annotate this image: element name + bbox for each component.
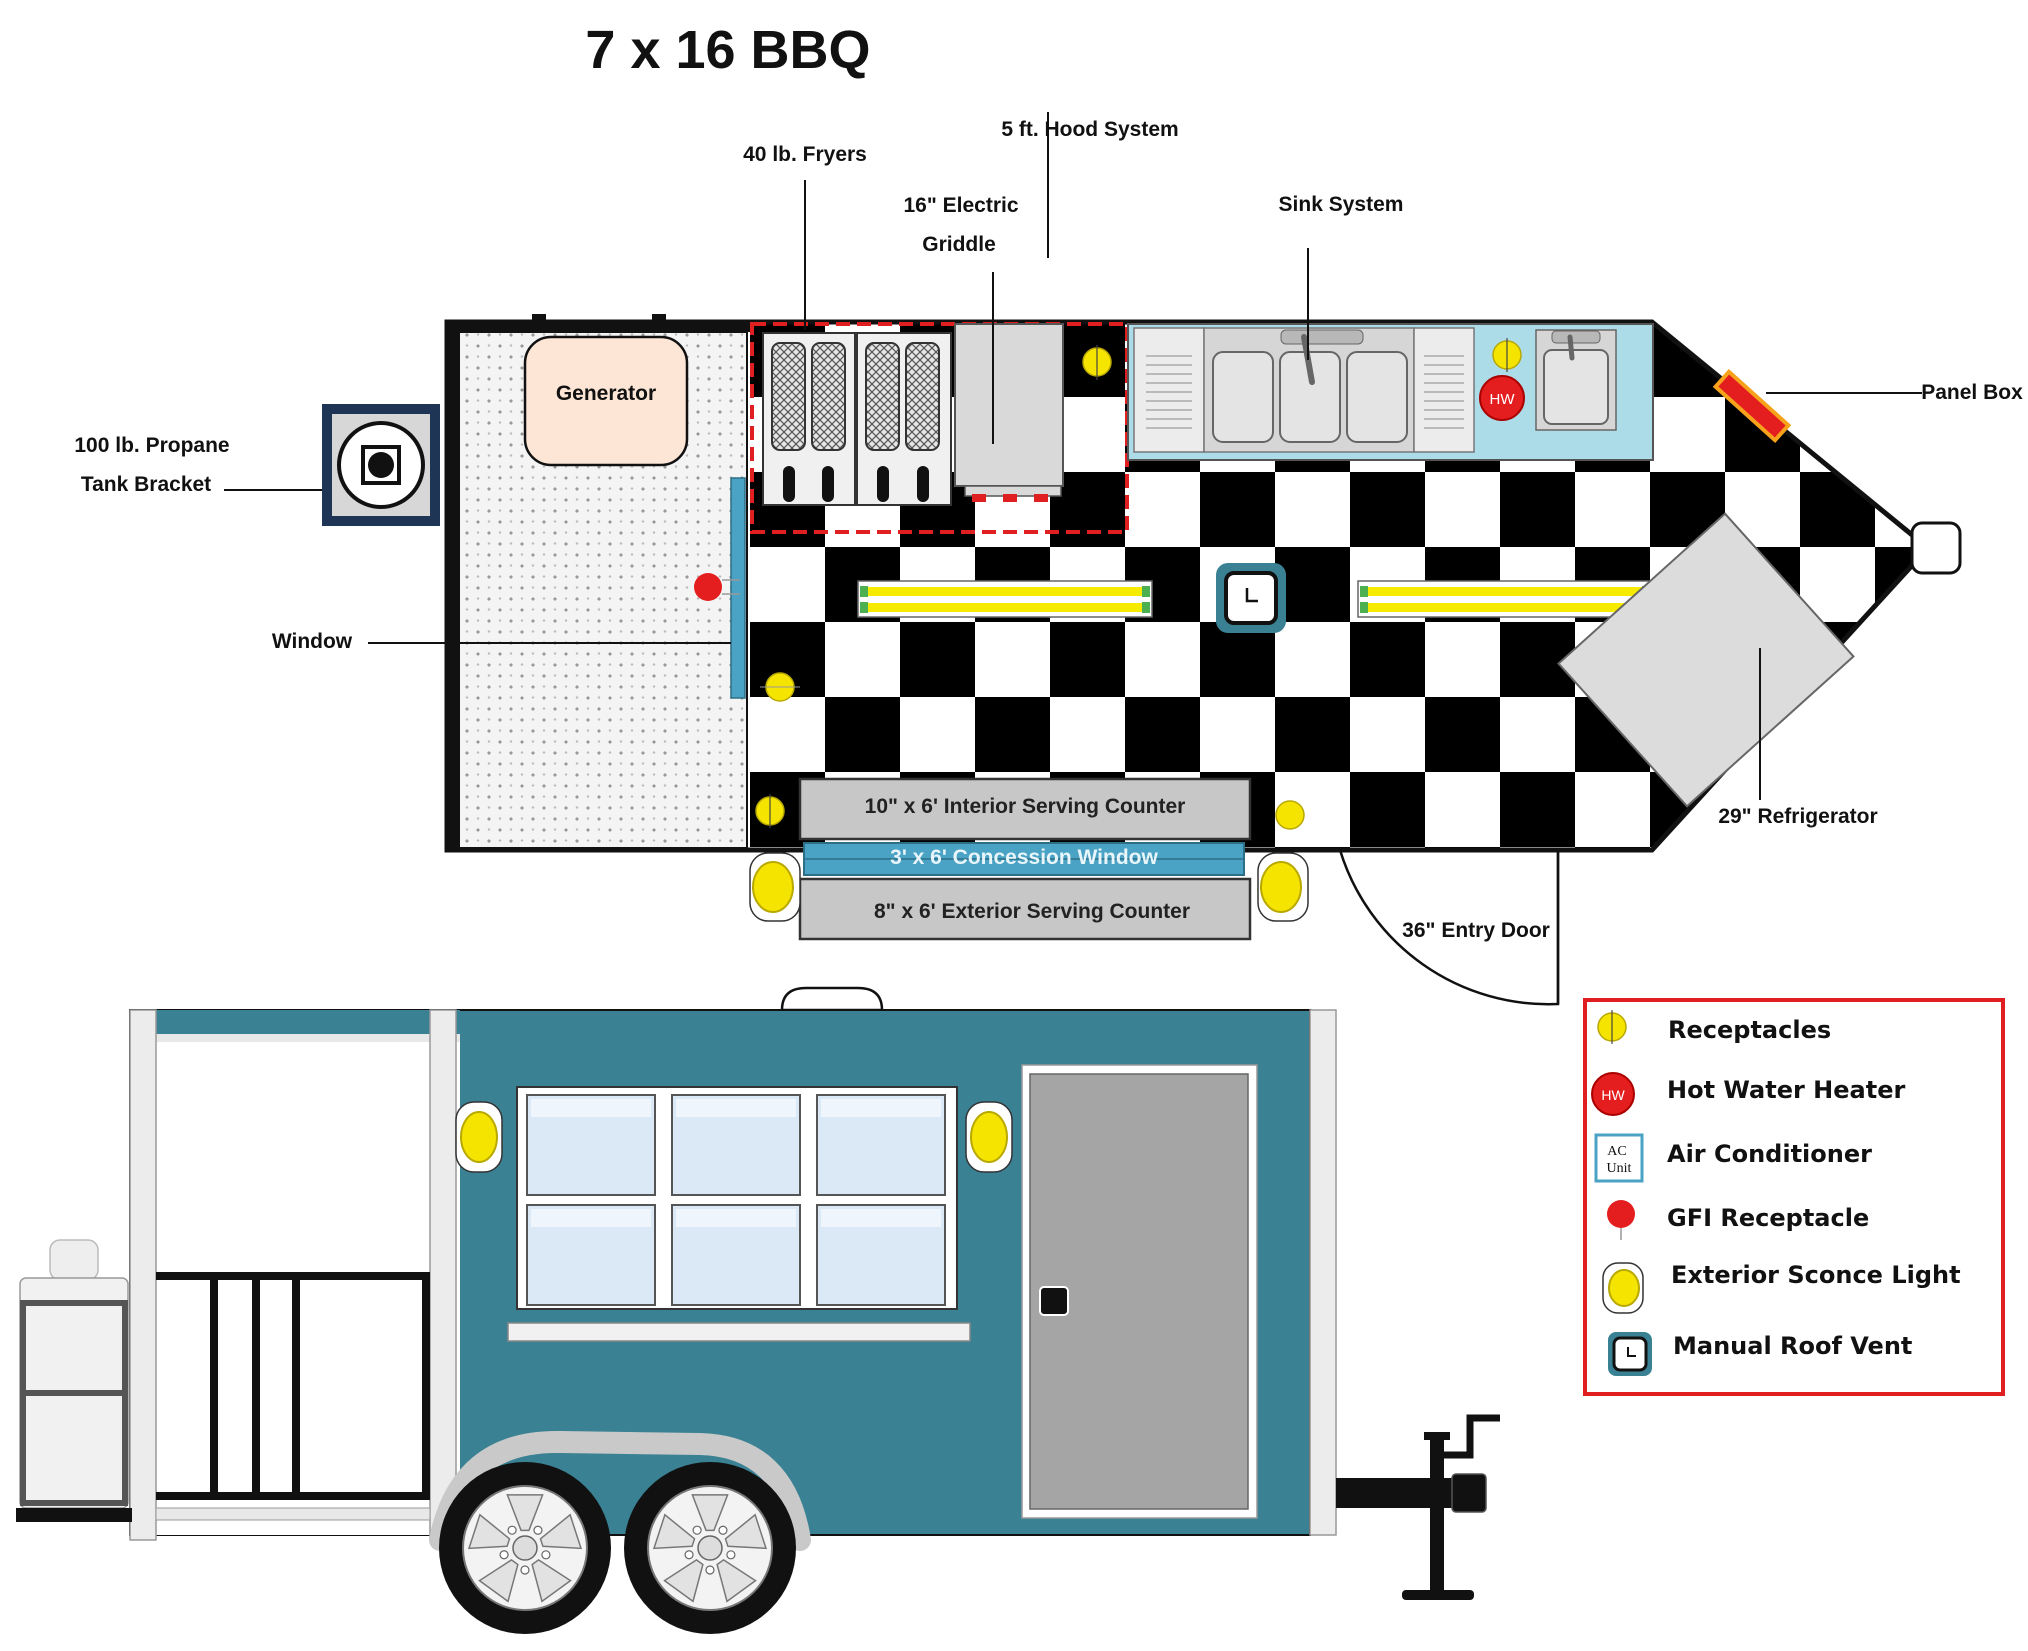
hood-system-outline [750,322,1129,534]
fryer-left [762,332,856,506]
legend-air-conditioner-label: Air Conditioner [1667,1140,1872,1168]
rear-wall [445,322,459,850]
entry-door-label: 36" Entry Door [1402,919,1550,942]
legend-ac-badge-line2: Unit [1607,1161,1632,1176]
receptacle-window [760,672,800,702]
receptacle-sink [1492,338,1522,372]
wheel-right [624,1462,796,1634]
legend-roof-vent-label: Manual Roof Vent [1673,1332,1912,1360]
sconce-counter-right [1257,852,1309,922]
diagram-title: 7 x 16 BBQ [585,20,870,80]
propane-label-line1: 100 lb. Propane [74,434,229,457]
porch-railing [155,1272,431,1521]
legend-hot-water-heater-label: Hot Water Heater [1667,1076,1905,1104]
entry-door-swing [1338,849,1560,1006]
propane-label-line2: Tank Bracket [81,473,211,496]
legend-sconce-light-icon [1602,1262,1644,1314]
trailer-side-view [16,986,1500,1634]
legend-box [1583,998,2005,1396]
legend-receptacle-icon [1597,1010,1627,1044]
generator [523,335,689,467]
legend-ac-badge-line1: AC [1607,1144,1626,1159]
legend-hw-badge: HW [1601,1087,1625,1103]
generator-label: Generator [556,382,656,405]
sconce-side-right [965,1101,1013,1173]
interior-counter-label: 10" x 6' Interior Serving Counter [865,795,1186,818]
sconce-side-left [455,1101,503,1173]
side-entry-door [1021,1064,1258,1519]
legend-gfi-receptacle-label: GFI Receptacle [1667,1204,1869,1232]
refrigerator-label: 29" Refrigerator [1718,805,1877,828]
legend-sconce-light-label: Exterior Sconce Light [1671,1261,1961,1289]
hot-water-heater-badge: HW [1490,391,1516,408]
electric-griddle [954,323,1064,502]
exterior-counter-label: 8" x 6' Exterior Serving Counter [874,900,1190,923]
side-window-grid [507,1086,971,1342]
ceiling-light-left [857,580,1153,618]
sink-system [1127,323,1654,461]
griddle-label-line2: Griddle [922,233,996,256]
legend-receptacles-label: Receptacles [1668,1016,1831,1044]
trailer-tongue-jack [1336,1414,1500,1600]
propane-tank-bracket [322,404,440,526]
hitch-coupler [1910,521,1962,575]
legend-air-conditioner-icon: AC Unit [1594,1133,1644,1183]
refrigerator [1557,512,1855,808]
fryer-right [856,332,952,506]
exterior-serving-counter [798,877,1252,941]
concession-window-label: 3' x 6' Concession Window [890,846,1158,869]
side-window [730,477,746,699]
fryers-label: 40 lb. Fryers [743,143,867,166]
wheel-fender [429,1430,811,1551]
propane-tank-side [16,1239,132,1522]
receptacle-counter-right [1275,800,1305,830]
legend-gfi-receptacle-icon [1607,1200,1635,1240]
receptacle-hood [1082,345,1112,380]
top-wall [445,320,750,332]
panel-box-label: Panel Box [1921,381,2023,404]
hood-system-label: 5 ft. Hood System [1001,118,1178,141]
legend-hot-water-heater-icon: HW [1591,1072,1635,1116]
legend-roof-vent-icon [1608,1332,1652,1376]
floor-plan: Generator 100 lb. Propane Tank Bracket W… [74,112,2023,1006]
ceiling-light-right [1357,580,1653,618]
window-label: Window [272,630,353,653]
sconce-counter-left [749,852,801,922]
hot-water-heater: HW [1479,375,1525,421]
roof-vent [1216,563,1286,633]
wheel-left [439,1462,611,1634]
gfi-receptacle [694,573,722,601]
sink-system-label: Sink System [1279,193,1404,216]
griddle-label-line1: 16" Electric [903,194,1018,217]
receptacle-counter-left [755,794,785,828]
interior-serving-counter [798,777,1252,841]
panel-box [1712,368,1792,444]
legend: Receptacles HW Hot Water Heater AC Unit … [1583,998,2005,1396]
